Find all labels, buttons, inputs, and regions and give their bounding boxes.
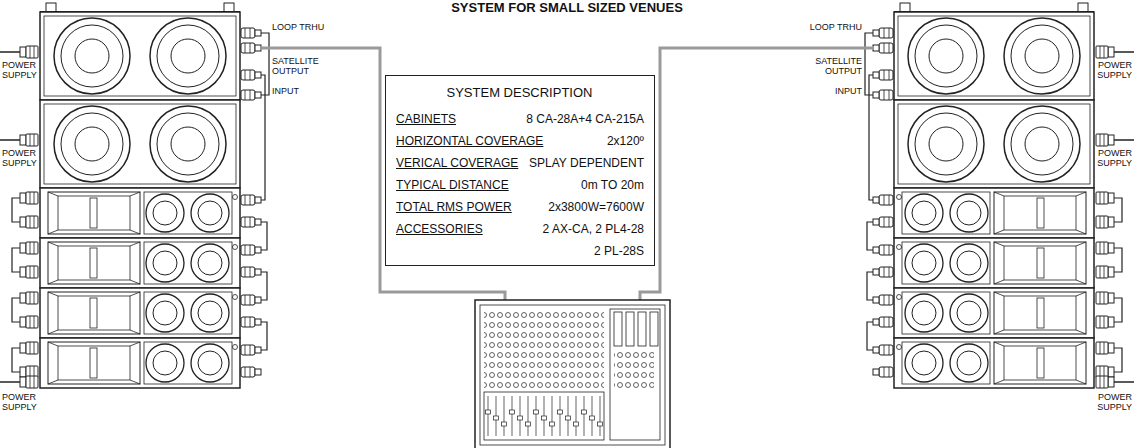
spec-name: ACCESSORIES bbox=[396, 222, 483, 236]
spec-name: VERICAL COVERAGE bbox=[396, 156, 518, 170]
spec-value: 0m TO 20m bbox=[581, 178, 644, 192]
spec-value: 2 AX-CA, 2 PL4-28 bbox=[543, 222, 644, 236]
connector-label: INPUT bbox=[835, 86, 862, 96]
spec-name: CABINETS bbox=[396, 112, 456, 126]
connector-label: POWER SUPPLY bbox=[2, 60, 42, 80]
signal-cable bbox=[640, 48, 873, 300]
connector-label: INPUT bbox=[272, 86, 299, 96]
connector-label: POWER SUPPLY bbox=[2, 392, 42, 412]
connector-label: LOOP TRHU bbox=[272, 22, 324, 32]
box-heading: SYSTEM DESCRIPTION bbox=[386, 86, 653, 100]
connector-label: POWER SUPPLY bbox=[1092, 392, 1132, 412]
mixing-console bbox=[475, 300, 670, 448]
spec-name: TYPICAL DISTANCE bbox=[396, 178, 509, 192]
connector-label: SATELLITE OUTPUT bbox=[272, 56, 326, 76]
connector-label: POWER SUPPLY bbox=[1092, 60, 1132, 80]
spec-name: TOTAL RMS POWER bbox=[396, 200, 512, 214]
spec-value: 2 PL-28S bbox=[594, 244, 644, 258]
left-speaker-stack bbox=[0, 3, 269, 388]
diagram-title: SYSTEM FOR SMALL SIZED VENUES bbox=[0, 0, 1134, 15]
connector-label: POWER SUPPLY bbox=[2, 148, 42, 168]
connector-label: POWER SUPPLY bbox=[1092, 148, 1132, 168]
spec-value: 2x120º bbox=[607, 134, 644, 148]
spec-value: 2x3800W=7600W bbox=[548, 200, 644, 214]
spec-value: SPLAY DEPENDENT bbox=[529, 156, 644, 170]
spec-value: 8 CA-28A+4 CA-215A bbox=[526, 112, 644, 126]
connector-label: SATELLITE OUTPUT bbox=[808, 56, 862, 76]
connector-label: LOOP TRHU bbox=[810, 22, 862, 32]
description-box: SYSTEM DESCRIPTION CABINETS 8 CA-28A+4 CA-… bbox=[385, 75, 655, 266]
spec-name: HORIZONTAL COVERAGE bbox=[396, 134, 543, 148]
right-speaker-stack bbox=[865, 3, 1134, 388]
